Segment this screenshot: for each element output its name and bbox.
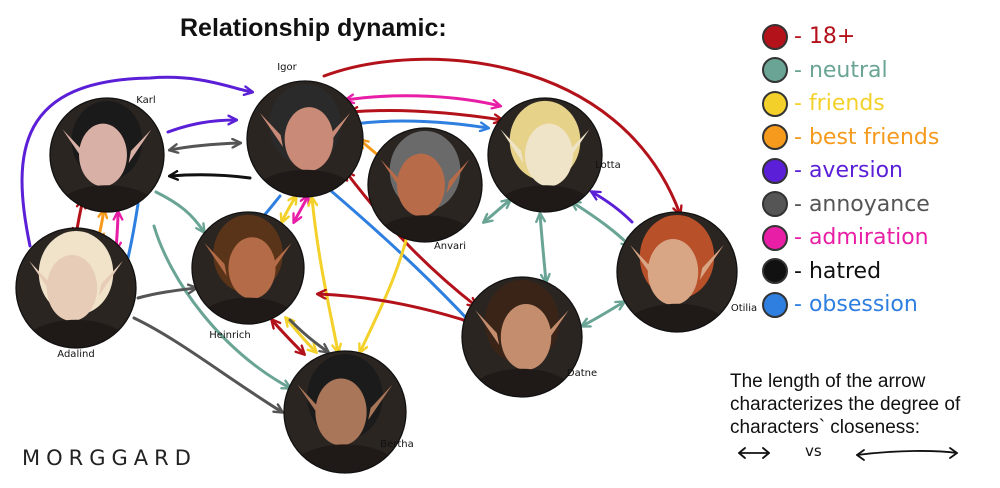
portrait-lotta: Lotta	[487, 97, 621, 213]
arrow-igor-to-lotta-obsession	[352, 119, 488, 128]
arrow-karl-bertha-neutral	[152, 224, 290, 388]
legend-label-aversion: - aversion	[794, 158, 903, 184]
portrait-karl: Karl	[49, 95, 165, 213]
legend-dot-annoyance	[762, 191, 788, 218]
arrow-igor-lotta-18plus	[350, 110, 502, 120]
legend-text-neutral: neutral	[808, 57, 888, 83]
legend-dot-obsession	[762, 291, 788, 318]
arrow-karl-igor-aversion	[20, 75, 252, 248]
legend-item-hatred: - hatred	[762, 255, 994, 289]
closeness-note: The length of the arrow characterizes th…	[730, 371, 961, 438]
legend-label-hatred: - hatred	[794, 258, 882, 284]
legend-item-annoyance: - annoyance	[762, 188, 994, 222]
arrow-lotta-datne-neutral	[540, 214, 546, 282]
closeness-scale: vs	[735, 442, 995, 466]
arrow-igor-heinrich-admiration	[294, 196, 308, 222]
long-arrow-left-head	[856, 449, 865, 461]
legend-dot-best-friends	[762, 124, 788, 151]
arrow-igor-to-karl-hatred	[170, 175, 252, 178]
name-label-adalind: Adalind	[57, 349, 94, 360]
portrait-datne: Datne	[461, 276, 597, 398]
name-label-anvari: Anvari	[434, 241, 466, 252]
portrait-heinrich: Heinrich	[191, 211, 305, 341]
arrow-heinrich-bertha-18plus	[272, 320, 304, 354]
legend-dot-admiration	[762, 224, 788, 251]
legend-item-admiration: - admiration	[762, 221, 994, 255]
arrow-adalind-bertha-annoyance	[132, 316, 282, 412]
legend: - 18+ - neutral - friends - best friends…	[762, 20, 994, 322]
arrow-otilia-to-lotta-aversion	[592, 192, 634, 224]
name-label-lotta: Lotta	[595, 160, 620, 171]
legend-dot-hatred	[762, 258, 788, 285]
brand-wordmark: MORGGARD	[22, 446, 197, 470]
name-label-otilia: Otilia	[731, 303, 757, 314]
scale-vs: vs	[805, 442, 822, 460]
name-label-igor: Igor	[277, 62, 297, 73]
legend-item-aversion: - aversion	[762, 154, 994, 188]
arrow-datne-to-heinrich-18plus	[318, 294, 472, 324]
diagram-title: Relationship dynamic:	[180, 14, 447, 42]
legend-text-18plus: 18+	[808, 24, 856, 50]
arrow-heinrich-bertha-friends	[286, 318, 316, 352]
legend-item-18plus: - 18+	[762, 20, 994, 54]
arrow-adalind-heinrich-annoyance	[136, 288, 196, 300]
legend-dot-aversion	[762, 157, 788, 184]
arrow-igor-heinrich-friends	[282, 196, 296, 222]
legend-label-annoyance: - annoyance	[794, 191, 930, 217]
arrow-datne-otilia-neutral	[582, 302, 624, 326]
legend-item-obsession: - obsession	[762, 288, 994, 322]
arrow-igor-otilia-18plus	[322, 57, 680, 214]
legend-item-best-friends: - best friends	[762, 121, 994, 155]
legend-item-friends: - friends	[762, 87, 994, 121]
legend-label-admiration: - admiration	[794, 225, 929, 251]
portrait-igor: Igor	[246, 62, 364, 198]
legend-item-neutral: - neutral	[762, 54, 994, 88]
legend-text-aversion: aversion	[808, 158, 903, 184]
portrait-bertha: Bertha	[283, 350, 414, 474]
name-label-karl: Karl	[136, 95, 155, 106]
legend-label-neutral: - neutral	[794, 57, 888, 83]
relationship-arrows	[20, 57, 680, 412]
legend-text-best-friends: best friends	[808, 124, 940, 150]
legend-dot-18plus	[762, 23, 788, 50]
arrow-anvari-lotta-neutral	[484, 200, 510, 222]
legend-dot-neutral	[762, 57, 788, 84]
arrow-igor-bertha-friends	[312, 198, 338, 352]
legend-label-18plus: - 18+	[794, 24, 856, 50]
legend-label-obsession: - obsession	[794, 292, 918, 318]
arrow-igor-lotta-admiration	[346, 96, 500, 106]
arrow-karl-heinrich-neutral	[154, 190, 204, 232]
portrait-anvari: Anvari	[367, 127, 483, 252]
arrow-karl-to-igor-aversion	[166, 120, 236, 134]
portrait-adalind: Adalind	[15, 227, 137, 360]
legend-label-best-friends: - best friends	[794, 124, 940, 150]
arrow-igor-to-datne-obsession	[328, 188, 472, 324]
legend-label-friends: - friends	[794, 91, 885, 117]
name-label-heinrich: Heinrich	[209, 330, 251, 341]
arrow-lotta-otilia-neutral	[572, 202, 630, 246]
arrow-anvari-bertha-friends	[360, 224, 410, 352]
arrow-heinrich-to-bertha-annoyance	[288, 318, 328, 352]
legend-text-friends: friends	[808, 91, 885, 117]
arrow-karl-igor-annoyance	[170, 143, 240, 150]
long-arrow-right-head	[949, 447, 958, 459]
legend-text-annoyance: annoyance	[808, 191, 930, 217]
legend-text-hatred: hatred	[808, 258, 882, 284]
scale-arrows	[738, 447, 958, 461]
legend-text-admiration: admiration	[808, 225, 929, 251]
portrait-otilia: Otilia	[616, 211, 757, 333]
long-arrow-line	[856, 450, 958, 456]
short-arrow-right-head	[762, 447, 770, 459]
legend-dot-friends	[762, 90, 788, 117]
short-arrow-left-head	[738, 447, 746, 459]
legend-text-obsession: obsession	[808, 292, 918, 318]
name-label-bertha: Bertha	[380, 439, 414, 450]
name-label-datne: Datne	[567, 368, 597, 379]
